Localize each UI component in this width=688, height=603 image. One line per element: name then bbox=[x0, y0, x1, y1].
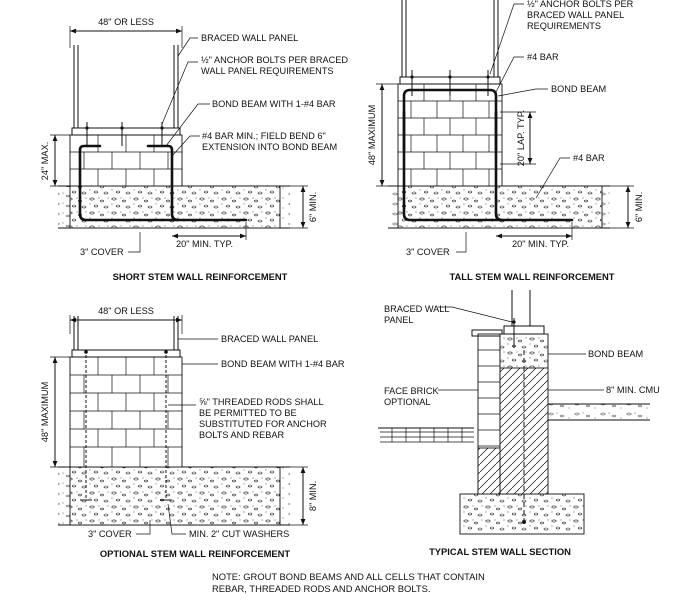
short-bond-beam-label: BOND BEAM WITH 1-#4 BAR bbox=[212, 99, 336, 109]
optional-title: OPTIONAL STEM WALL REINFORCEMENT bbox=[100, 548, 291, 559]
section-title: TYPICAL STEM WALL SECTION bbox=[429, 546, 571, 557]
short-cover-label: 3" COVER bbox=[80, 247, 124, 257]
short-anchor-bolts-label-2: WALL PANEL REQUIREMENTS bbox=[201, 66, 334, 76]
tall-block-wall bbox=[397, 83, 503, 187]
optional-depth-label: 8" MIN. bbox=[308, 481, 318, 511]
typical-section-detail: BRACED WALL PANEL BOND BEAM FACE BRICK O… bbox=[378, 290, 660, 557]
short-title: SHORT STEM WALL REINFORCEMENT bbox=[113, 271, 288, 282]
optional-block-wall bbox=[69, 356, 183, 468]
section-braced-wall-label-1: BRACED WALL bbox=[384, 304, 450, 314]
tall-bar-lower-label: #4 BAR bbox=[573, 153, 605, 163]
tall-stem-wall-detail: ½" ANCHOR BOLTS PER BRACED WALL PANEL RE… bbox=[367, 0, 644, 282]
optional-cover-label: 3" COVER bbox=[88, 529, 132, 539]
optional-rods-note-2: BE PERMITTED TO BE bbox=[199, 408, 297, 418]
tall-bar-top-label: #4 BAR bbox=[527, 52, 559, 62]
short-height-label: 24" MAX. bbox=[40, 142, 50, 181]
short-bar-note-1: #4 BAR MIN.; FIELD BEND 6" bbox=[202, 131, 326, 141]
short-anchor-bolts-label-1: ½" ANCHOR BOLTS PER BRACED bbox=[201, 55, 348, 65]
section-braced-wall-label-2: PANEL bbox=[384, 315, 413, 325]
optional-washers-label: MIN. 2" CUT WASHERS bbox=[189, 529, 289, 539]
short-stem-wall-detail: 48" OR LESS BRACED WALL PANEL ½" ANCHOR … bbox=[40, 17, 348, 282]
short-lap-label: 20" MIN. TYP. bbox=[176, 239, 233, 249]
tall-bond-beam-label: BOND BEAM bbox=[551, 84, 606, 94]
section-bond-beam-label: BOND BEAM bbox=[588, 349, 643, 359]
tall-depth-label: 6" MIN. bbox=[634, 192, 644, 222]
tall-cover-label: 3" COVER bbox=[406, 247, 450, 257]
section-face-brick-label-2: OPTIONAL bbox=[384, 397, 430, 407]
tall-title: TALL STEM WALL REINFORCEMENT bbox=[449, 271, 614, 282]
tall-anchor-bolts-label-2: BRACED WALL PANEL bbox=[527, 10, 624, 20]
optional-braced-wall-panel-label: BRACED WALL PANEL bbox=[221, 334, 318, 344]
short-bar-note-2: EXTENSION INTO BOND BEAM bbox=[202, 142, 337, 152]
optional-rods-note-4: BOLTS AND REBAR bbox=[199, 430, 284, 440]
short-block-wall bbox=[69, 134, 183, 187]
note-line-1: NOTE: GROUT BOND BEAMS AND ALL CELLS THA… bbox=[212, 571, 485, 582]
section-grade-lines bbox=[380, 428, 474, 443]
short-depth-label: 6" MIN. bbox=[308, 192, 318, 222]
optional-rods-note-3: SUBSTITUTED FOR ANCHOR bbox=[199, 419, 327, 429]
tall-lap-label: 20" LAP. TYP. bbox=[516, 110, 526, 166]
tall-anchor-bolts-label-1: ½" ANCHOR BOLTS PER bbox=[527, 0, 634, 9]
tall-min-label: 20" MIN. TYP. bbox=[512, 239, 569, 249]
tall-anchor-bolts-label-3: REQUIREMENTS bbox=[527, 21, 601, 31]
note-line-2: REBAR, THREADED RODS AND ANCHOR BOLTS. bbox=[212, 583, 430, 594]
optional-width-label: 48" OR LESS bbox=[98, 306, 154, 316]
short-width-label: 48" OR LESS bbox=[98, 17, 154, 27]
tall-height-label: 48" MAXIMUM bbox=[367, 105, 377, 165]
optional-height-label: 48" MAXIMUM bbox=[40, 382, 50, 442]
section-cmu-label: 8" MIN. CMU bbox=[606, 385, 660, 395]
optional-rods-note-1: ⅝" THREADED RODS SHALL bbox=[199, 397, 324, 407]
short-braced-wall-panel-label: BRACED WALL PANEL bbox=[201, 33, 298, 43]
optional-bond-beam-label: BOND BEAM WITH 1-#4 BAR bbox=[221, 359, 345, 369]
section-face-brick-label-1: FACE BRICK bbox=[384, 386, 439, 396]
optional-stem-wall-detail: 48" OR LESS BRACED WALL PANEL BOND BEAM … bbox=[40, 306, 345, 559]
